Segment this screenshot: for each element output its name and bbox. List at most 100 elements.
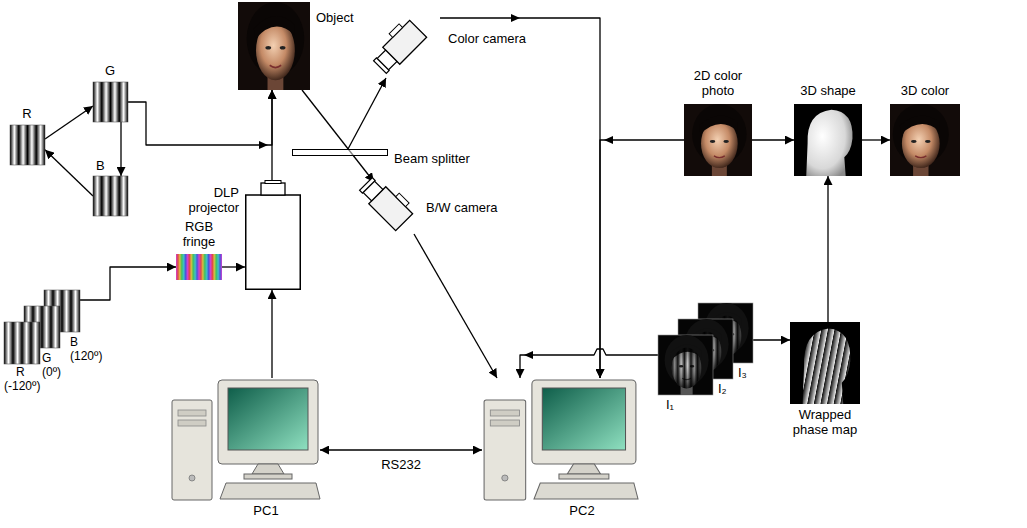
node-picture [238,2,310,90]
monitor-case [532,380,636,464]
fringe-overlay [692,332,722,373]
arrow-connector [520,349,658,378]
fringe-stripes [10,125,45,165]
node-picture [245,180,301,290]
hair [685,319,729,369]
arrow-connector [348,78,386,149]
fringe-overlay [712,316,742,357]
face [712,316,742,357]
arrow-connector [827,176,828,322]
node-label: Wrapped phase map [784,408,866,438]
power-button [189,475,195,481]
node-label: I₃ [738,366,747,381]
node-picture [684,104,752,176]
node-picture [10,125,45,165]
node-label: 2D color photo [682,69,754,99]
node-picture [658,335,713,395]
node-picture [890,104,960,176]
node-label: Object [316,11,354,26]
color-render: 3D color [890,104,960,176]
node-picture [176,254,222,280]
node-label: Color camera [448,32,526,47]
phase-map: Wrapped phase map [790,322,860,404]
photo-background [698,303,753,363]
node-label: B/W camera [426,201,498,216]
node-label: (-120º) [4,380,40,394]
mouth [722,346,731,348]
color-camera: Color camera [368,8,440,78]
node-label: I₁ [666,398,674,413]
camera-figure [368,17,427,76]
arrow-connector [414,234,497,378]
fringe-pattern: R(-120º) [4,322,40,364]
eye [699,349,703,351]
camera-figure [357,172,416,231]
neck [701,367,713,379]
photo-background [238,2,310,90]
arrow-connector [271,290,272,378]
projector-body [246,195,301,289]
face [692,332,722,373]
node-picture [794,104,862,176]
arrow-connector [120,122,121,176]
arrow-connector [752,139,794,140]
shape-surface [806,110,852,176]
photo-background [794,104,862,176]
node-label: DLP projector [173,186,239,216]
camera-top [396,193,409,206]
hair-fringe [900,115,940,134]
eye [719,333,723,335]
node-label: 3D color [901,84,949,99]
arrow-connector [440,18,600,378]
eye [280,46,286,50]
keyboard [220,483,320,499]
fringe-pattern: B [93,176,128,216]
projector-lens [261,183,285,195]
photo-background [890,104,960,176]
hair-fringe [254,16,295,39]
node-picture [93,176,128,216]
phase-surface [803,329,851,404]
photo-background [658,335,713,395]
drive-slot [178,410,206,416]
node-label: B [96,159,105,174]
arrow-connector [128,90,272,145]
face [672,348,702,389]
pc-tower [484,400,526,500]
node-label: RGB fringe [174,220,224,250]
shape-render: 3D shape [794,104,862,176]
arrow-connector [271,90,272,180]
hair [705,303,749,353]
fringe-image: I₁ [658,335,713,395]
fringe-stripes [44,290,80,332]
arrow-connector [862,139,890,140]
bw-camera: B/W camera [362,182,418,234]
drive-slot [490,410,519,416]
computer: PC1 [170,378,320,503]
monitor-base [559,474,609,479]
eye [265,46,271,50]
node-label: G [42,352,51,366]
splitter-plate [293,150,388,156]
monitor-stand [252,464,284,474]
monitor-case [218,380,318,464]
node-picture [482,378,638,503]
keyboard [534,483,638,499]
arrow-connector [302,90,374,182]
color-photo: 2D color photo [684,104,752,176]
fringe-stripes [24,306,60,348]
dlp-projector: DLP projector [245,180,301,290]
lens-ring [265,181,281,184]
fringe-stripes [4,322,40,364]
node-picture [170,378,320,503]
power-button [502,475,508,481]
node-label: B [70,336,78,350]
neck [721,351,733,363]
eye [710,140,715,143]
fringe-pattern: G [93,82,128,122]
lens-front [360,178,376,194]
node-label: PC1 [253,504,278,519]
drive-slot [178,420,206,426]
